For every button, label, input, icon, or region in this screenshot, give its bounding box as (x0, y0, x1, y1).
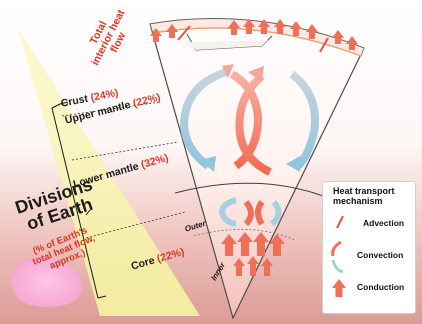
legend-advection: Advection (363, 218, 404, 228)
advection-icon (337, 216, 343, 228)
legend-icons (323, 182, 415, 313)
legend-convection: Convection (357, 250, 403, 260)
convection-icon (333, 242, 341, 256)
conduction-icon (332, 279, 346, 297)
legend-conduction: Conduction (357, 282, 404, 292)
legend: Heat transport mechanism Advection Conve… (322, 181, 416, 314)
convection-icon-cool (333, 260, 343, 272)
